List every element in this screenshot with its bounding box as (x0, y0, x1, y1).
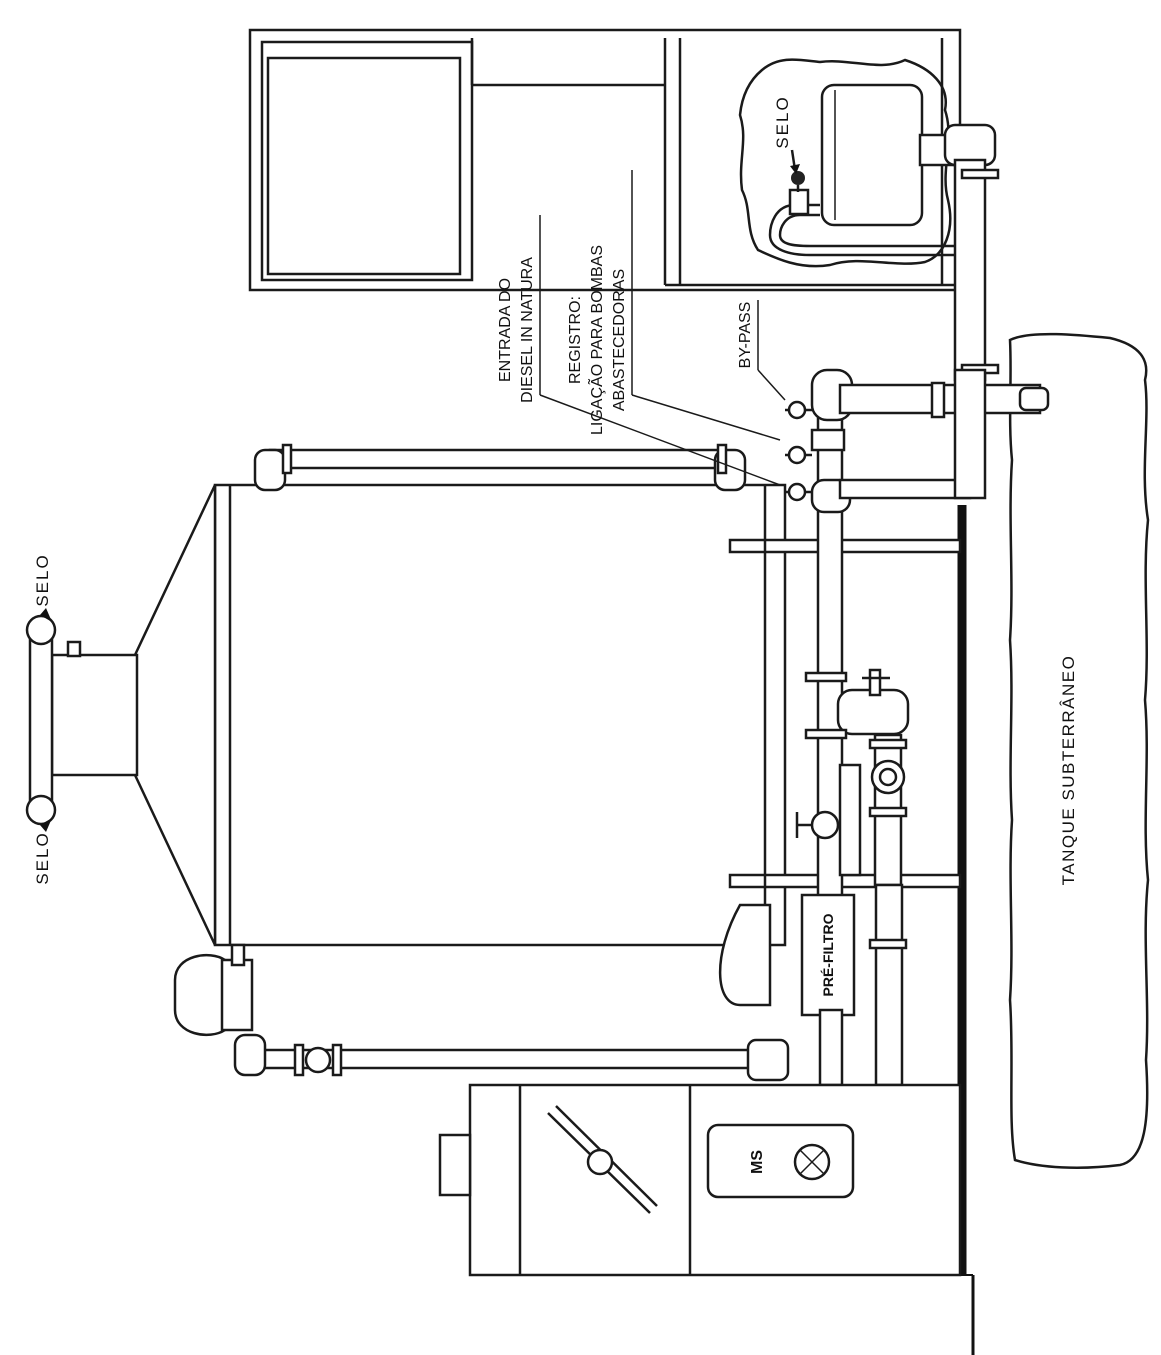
tank-legs (728, 485, 962, 945)
selo-top-right-label: SELO (33, 553, 52, 606)
registro-label-line2: LIGAÇÃO PARA BOMBAS (586, 245, 606, 435)
registro-label-line1: REGISTRO: (567, 296, 584, 384)
top-return-pipe (253, 443, 747, 492)
pre-filter: PRÉ-FILTRO (718, 883, 908, 1087)
pre-filtro-label: PRÉ-FILTRO (820, 913, 836, 996)
callouts: ENTRADA DO DIESEL IN NATURA REGISTRO: LI… (497, 245, 754, 435)
ms-label: MS (749, 1150, 766, 1174)
tanque-label: TANQUE SUBTERRÂNEO (1059, 655, 1078, 886)
base-housing: MS (438, 1083, 962, 1277)
bypass-label: BY-PASS (737, 302, 754, 369)
main-tank: SELO SELO (25, 483, 787, 947)
ground-line (957, 505, 975, 1355)
underground-tank: TANQUE SUBTERRÂNEO (1008, 332, 1150, 1169)
pump-assembly (795, 668, 910, 887)
entrada-label-line1: ENTRADA DO (497, 278, 514, 382)
top-cabinet (248, 28, 962, 292)
selo-cabinet-label: SELO (773, 95, 792, 148)
bottom-pipe (173, 943, 790, 1082)
cabinet-container: SELO (738, 58, 958, 268)
entrada-label-line2: DIESEL IN NATURA (519, 257, 536, 403)
selo-top-left-label: SELO (33, 831, 52, 884)
right-pipe (918, 123, 1000, 382)
leader-lines (539, 170, 786, 486)
registro-label-line3: ABASTECEDORAS (611, 269, 628, 411)
